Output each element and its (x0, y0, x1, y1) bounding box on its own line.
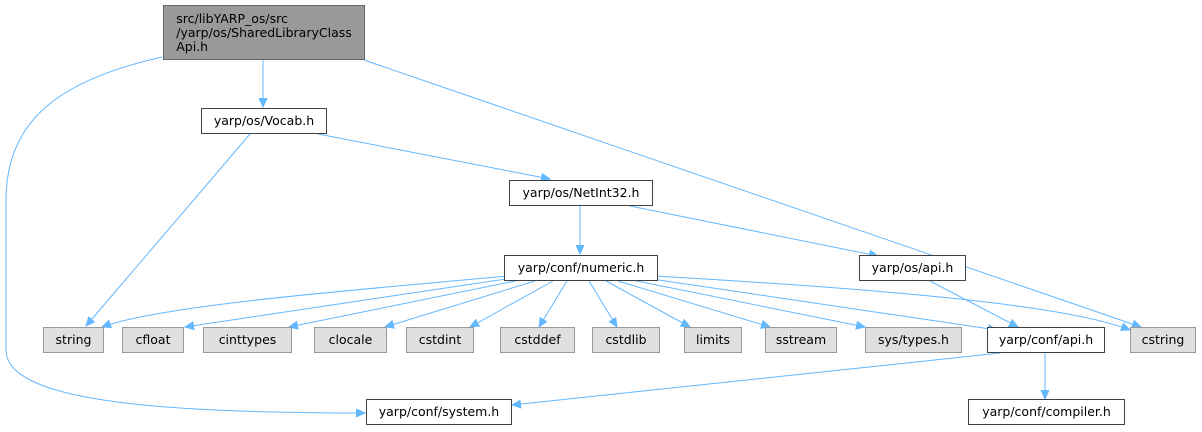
node-sys-types[interactable]: sys/types.h (865, 327, 962, 353)
node-conf-api[interactable]: yarp/conf/api.h (987, 327, 1105, 353)
node-sstream-label: sstream (775, 332, 827, 347)
node-limits-label: limits (695, 332, 730, 347)
edge-numeric-to-cstddef (539, 280, 568, 327)
node-vocab-label: yarp/os/Vocab.h (213, 113, 315, 128)
node-netint32-label: yarp/os/NetInt32.h (522, 185, 640, 200)
node-numeric[interactable]: yarp/conf/numeric.h (504, 255, 658, 281)
node-conf-compiler-label: yarp/conf/compiler.h (982, 404, 1111, 419)
node-cstdlib-label: cstdlib (605, 332, 647, 347)
node-string[interactable]: string (43, 327, 104, 353)
edge-numeric-to-cinttypes (289, 279, 521, 327)
edge-numeric-to-systypes (631, 279, 865, 327)
node-limits[interactable]: limits (684, 327, 742, 353)
node-cinttypes[interactable]: cinttypes (203, 327, 292, 353)
edge-numeric-to-cstdlib (588, 280, 617, 327)
node-cinttypes-label: cinttypes (218, 332, 277, 347)
edge-numeric-to-confapi (644, 277, 997, 330)
edge-root-to-system (5, 56, 365, 413)
edge-numeric-to-cfloat (185, 277, 513, 327)
node-os-api[interactable]: yarp/os/api.h (859, 255, 966, 281)
node-cfloat[interactable]: cfloat (122, 327, 184, 353)
node-cfloat-label: cfloat (135, 332, 171, 347)
edge-confapi-to-system (512, 352, 1001, 405)
node-cstddef-label: cstddef (514, 332, 561, 347)
node-conf-system[interactable]: yarp/conf/system.h (366, 399, 512, 425)
node-root-header[interactable]: src/libYARP_os/src /yarp/os/SharedLibrar… (163, 5, 365, 60)
node-netint32[interactable]: yarp/os/NetInt32.h (509, 180, 653, 206)
node-root-label: src/libYARP_os/src /yarp/os/SharedLibrar… (176, 10, 352, 54)
edge-numeric-to-string (102, 275, 509, 327)
node-vocab[interactable]: yarp/os/Vocab.h (201, 108, 327, 134)
node-numeric-label: yarp/conf/numeric.h (517, 260, 645, 275)
edge-numeric-to-cstdint (470, 280, 554, 327)
node-sstream[interactable]: sstream (765, 327, 837, 353)
edge-numeric-to-clocale (385, 280, 536, 327)
node-clocale-label: clocale (328, 332, 373, 347)
node-cstddef[interactable]: cstddef (500, 327, 575, 353)
edge-osapi-to-confapi (929, 280, 1018, 327)
edge-netint32-to-osapi (629, 205, 878, 256)
node-cstring-label: cstring (1141, 332, 1185, 347)
edge-numeric-to-sstream (617, 280, 770, 327)
node-cstdint-label: cstdint (418, 332, 462, 347)
node-clocale[interactable]: clocale (314, 327, 387, 353)
node-conf-compiler[interactable]: yarp/conf/compiler.h (968, 399, 1125, 425)
node-sys-types-label: sys/types.h (878, 332, 949, 347)
edge-vocab-to-netint32 (317, 133, 550, 179)
node-cstdlib[interactable]: cstdlib (592, 327, 660, 353)
node-cstring[interactable]: cstring (1130, 327, 1196, 353)
edge-vocab-to-string (86, 133, 251, 326)
edge-numeric-to-cstring (653, 275, 1130, 330)
node-conf-api-label: yarp/conf/api.h (998, 332, 1094, 347)
edge-numeric-to-limits (605, 280, 690, 327)
edge-root-to-cstring (363, 59, 1141, 327)
node-conf-system-label: yarp/conf/system.h (378, 404, 500, 419)
node-cstdint[interactable]: cstdint (406, 327, 474, 353)
node-string-label: string (55, 332, 92, 347)
node-os-api-label: yarp/os/api.h (871, 260, 954, 275)
